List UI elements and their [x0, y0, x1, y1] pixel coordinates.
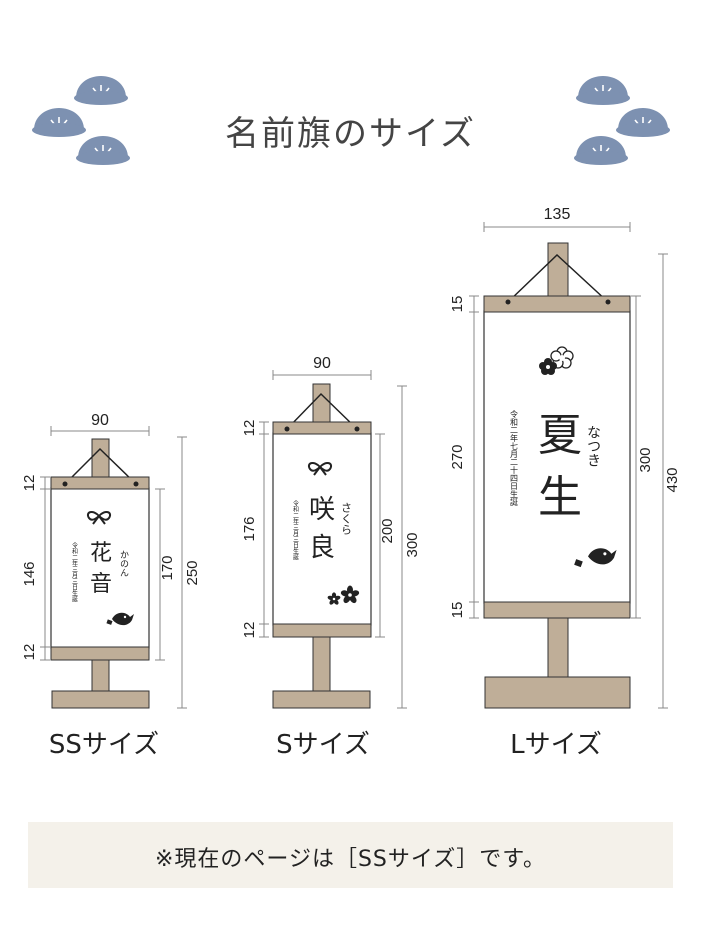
s-total-height-label: 300	[404, 532, 421, 557]
s-width-label: 90	[313, 355, 331, 372]
plum-blossom-icon	[539, 358, 557, 375]
size-diagram: 90 花 音 かのん 令和二年三月三日生誕 12 146 12 1	[21, 206, 681, 709]
s-birth-date: 令和二年三月三日生誕	[292, 499, 299, 561]
s-reading: さくら	[340, 502, 353, 535]
l-birth-date: 令和二年七月二十四日生誕	[510, 409, 519, 507]
s-top-bar-label: 12	[241, 420, 258, 437]
l-name-line2: 生	[538, 472, 582, 523]
l-bottom-bar-label: 15	[449, 602, 466, 619]
banner-s: 90 咲 良 さくら 令和二年三月三日生誕 12 176 12 200 300	[241, 355, 421, 709]
current-size-note: ※現在のページは［SSサイズ］です。	[28, 822, 673, 888]
ss-total-height-label: 250	[184, 560, 201, 585]
l-size-label: Lサイズ	[510, 730, 602, 760]
banner-ss: 90 花 音 かのん 令和二年三月三日生誕 12 146 12 1	[21, 412, 201, 709]
plum-blossom-icon	[550, 346, 574, 369]
s-bottom-bar-label: 12	[241, 622, 258, 639]
s-size-label: Sサイズ	[276, 730, 370, 760]
ss-body-label: 146	[21, 561, 38, 586]
l-top-bar-label: 15	[449, 296, 466, 313]
s-body-label: 176	[241, 516, 258, 541]
ss-name-line2: 音	[90, 572, 112, 597]
l-width-label: 135	[544, 206, 571, 223]
ss-birth-date: 令和二年三月三日生誕	[71, 541, 78, 603]
ss-banner-height-label: 170	[159, 555, 176, 580]
ss-bottom-bar-label: 12	[21, 644, 38, 661]
ss-top-bar-label: 12	[21, 475, 38, 492]
s-name-line2: 良	[309, 533, 335, 563]
l-reading: なつき	[585, 425, 601, 467]
current-size-note-text: ※現在のページは［SSサイズ］です。	[154, 847, 547, 872]
l-total-height-label: 430	[664, 467, 681, 492]
ss-reading: かのん	[118, 550, 129, 577]
ss-size-label: SSサイズ	[48, 730, 160, 760]
page-title: 名前旗のサイズ	[225, 114, 476, 154]
s-banner-height-label: 200	[379, 518, 396, 543]
ss-width-label: 90	[91, 412, 109, 429]
l-banner-height-label: 300	[637, 447, 654, 472]
ss-name-line1: 花	[90, 541, 112, 566]
banner-l: 135 夏 生 なつき 令和二年七月二十四日生誕	[449, 206, 681, 709]
l-name-line1: 夏	[538, 410, 582, 461]
s-name-line1: 咲	[309, 495, 335, 525]
l-body-label: 270	[449, 444, 466, 469]
